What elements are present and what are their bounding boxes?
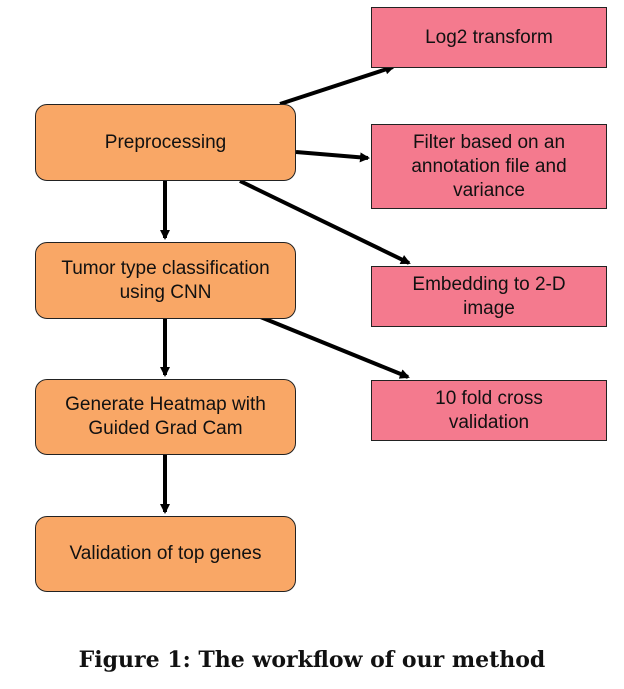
step-preprocessing-label: Preprocessing [104, 131, 227, 153]
arrow-preprocessing-to-log2 [279, 64, 395, 106]
figure-caption: Figure 1: The workflow of our method [78, 647, 546, 673]
detail-cross-validation-label: 10 fold cross validation [435, 387, 543, 433]
arrow-classification-to-crossval [257, 314, 410, 379]
step-validation-top-genes: Validation of top genes [35, 516, 296, 592]
step-validation-top-genes-label: Validation of top genes [69, 543, 262, 564]
arrow-preprocessing-to-filter [295, 150, 370, 163]
detail-filter-annotation-label: Filter based on an annotation file and v… [411, 131, 567, 201]
step-tumor-classification: Tumor type classification using CNN [35, 242, 296, 319]
step-generate-heatmap-label: Generate Heatmap with Guided Grad Cam [65, 394, 266, 439]
step-preprocessing: Preprocessing [35, 104, 296, 181]
step-tumor-classification-label: Tumor type classification using CNN [61, 257, 270, 303]
detail-embedding-2d-label: Embedding to 2-D image [412, 273, 566, 319]
detail-embedding-2d: Embedding to 2-D image [371, 266, 607, 327]
detail-log2-transform: Log2 transform [371, 7, 607, 68]
detail-cross-validation: 10 fold cross validation [371, 380, 607, 441]
detail-filter-annotation: Filter based on an annotation file and v… [371, 124, 607, 209]
arrow-preprocessing-to-embedding [239, 179, 411, 265]
step-generate-heatmap: Generate Heatmap with Guided Grad Cam [35, 379, 296, 455]
detail-log2-transform-label: Log2 transform [425, 26, 553, 48]
